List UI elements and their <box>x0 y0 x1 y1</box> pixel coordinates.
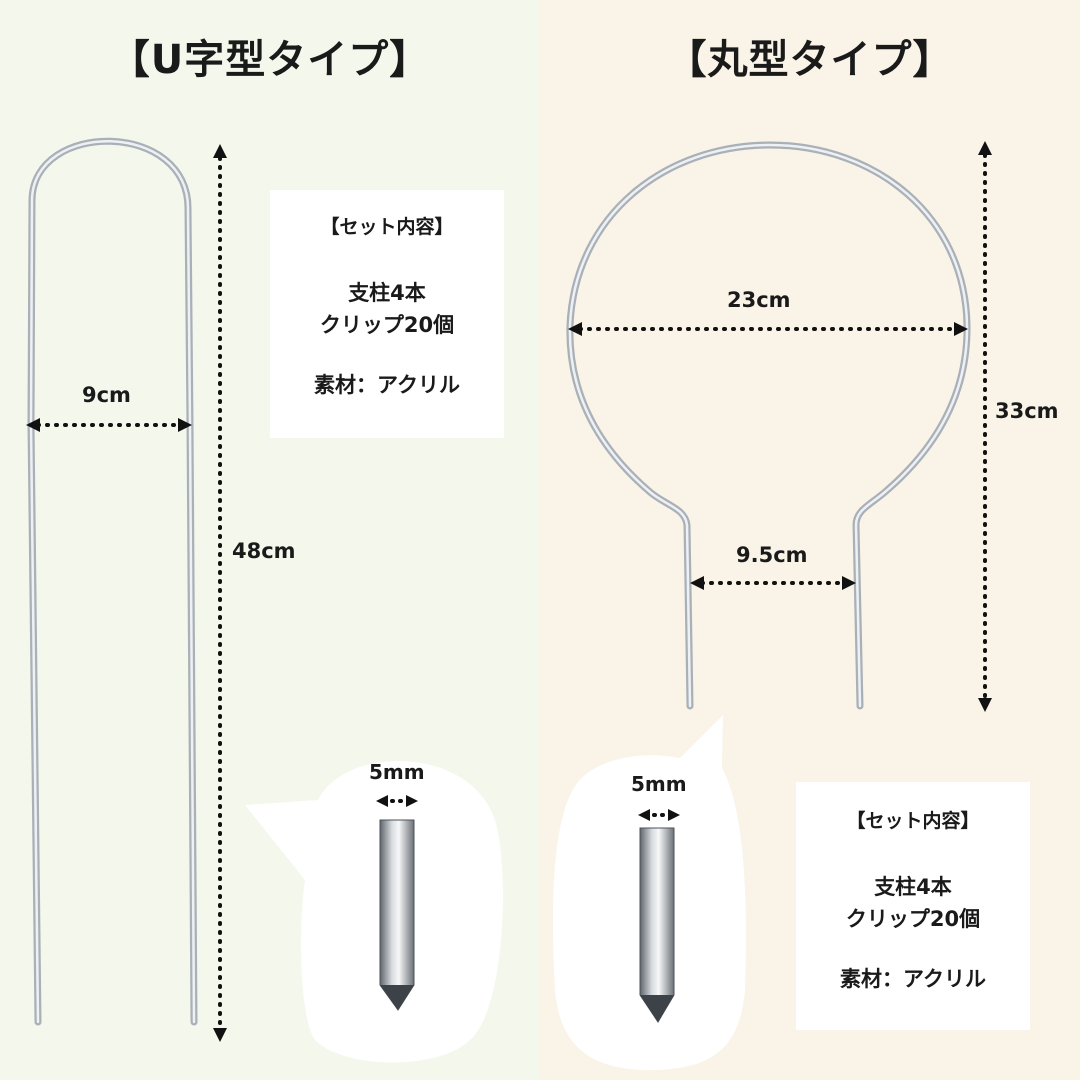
round-tip-label: 5mm <box>631 772 687 796</box>
u-width-arrow <box>26 418 192 432</box>
u-height-label: 48cm <box>232 539 296 563</box>
round-leg-gap-arrow <box>690 576 856 590</box>
u-set-header: 【セット内容】 <box>320 216 454 238</box>
round-set-material: 素材：アクリル <box>840 967 986 991</box>
round-diameter-arrow <box>568 322 968 336</box>
round-tip-width-arrow <box>638 809 680 821</box>
u-set-clips: クリップ20個 <box>319 313 455 337</box>
u-tip-label: 5mm <box>369 760 425 784</box>
round-type-panel: 【丸型タイプ】 <box>540 0 1080 1080</box>
round-type-diagram <box>552 141 992 1070</box>
round-stake-wire <box>566 141 971 710</box>
u-type-title: 【U字型タイプ】 <box>109 37 431 83</box>
u-tip-callout <box>245 760 503 1063</box>
round-set-clips: クリップ20個 <box>845 907 981 931</box>
round-set-header: 【セット内容】 <box>846 810 980 832</box>
round-tip-closeup <box>639 827 675 1023</box>
u-height-arrow <box>213 144 227 1042</box>
round-set-posts: 支柱4本 <box>874 875 952 899</box>
round-diameter-label: 23cm <box>727 288 791 312</box>
u-stake-wire <box>27 137 198 1026</box>
u-set-material: 素材：アクリル <box>314 373 460 397</box>
u-set-contents-box: 【セット内容】 支柱4本 クリップ20個 素材：アクリル <box>270 190 504 438</box>
u-type-diagram <box>26 137 503 1063</box>
u-type-panel: 【U字型タイプ】 <box>0 0 540 1080</box>
round-leg-gap-label: 9.5cm <box>736 543 808 567</box>
u-width-label: 9cm <box>82 383 131 407</box>
round-type-title: 【丸型タイプ】 <box>666 37 954 83</box>
round-height-label: 33cm <box>995 399 1059 423</box>
u-set-posts: 支柱4本 <box>348 281 426 305</box>
round-height-arrow <box>978 141 992 712</box>
u-tip-closeup <box>379 819 415 1011</box>
round-set-contents-box: 【セット内容】 支柱4本 クリップ20個 素材：アクリル <box>796 782 1030 1030</box>
u-tip-width-arrow <box>376 795 418 807</box>
